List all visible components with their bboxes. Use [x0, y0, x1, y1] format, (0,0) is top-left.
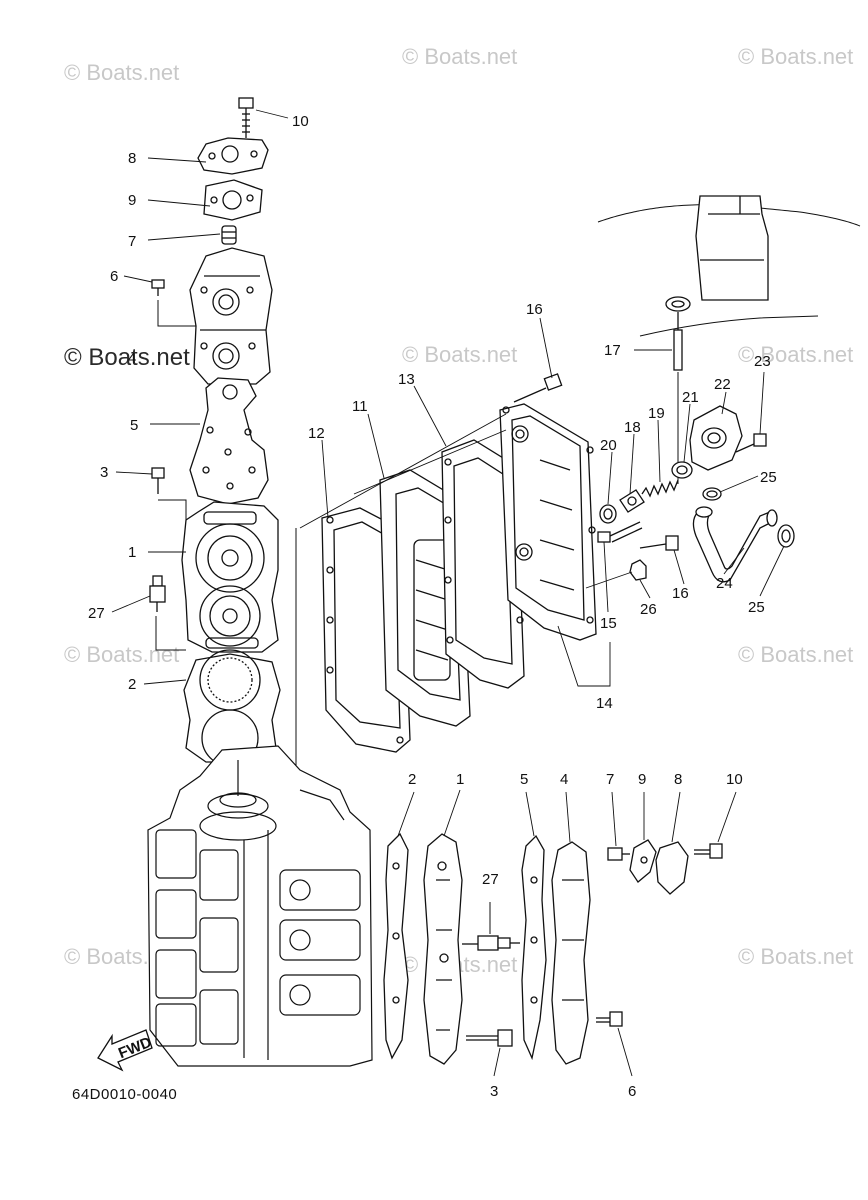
callout: 9 — [128, 192, 136, 209]
part-14-exhaust-cover — [499, 403, 597, 641]
part-3-bolt — [151, 467, 165, 494]
fwd-label: FWD — [116, 1034, 154, 1063]
callout: 11 — [352, 398, 368, 415]
watermark: © Boats.net — [402, 342, 518, 367]
callout: 13 — [398, 371, 415, 388]
callout: 1 — [456, 771, 464, 788]
callout: 27 — [482, 871, 499, 888]
callout: 5 — [520, 771, 528, 788]
watermark: © Boats.net — [738, 342, 854, 367]
part-16-bolt — [513, 373, 563, 403]
watermark: © Boats.net — [738, 44, 854, 69]
part-9-gasket — [203, 179, 263, 221]
callout: 4 — [128, 350, 136, 367]
callout: 27 — [88, 605, 105, 622]
callout: 19 — [648, 405, 665, 422]
callout: 4 — [560, 771, 568, 788]
callout: 2 — [408, 771, 416, 788]
callout: 2 — [128, 676, 136, 693]
callout: 5 — [130, 417, 138, 434]
callout: 3 — [100, 464, 108, 481]
callout: 25 — [748, 599, 765, 616]
diagram-code: 64D0010-0040 — [72, 1086, 178, 1103]
engine-block — [147, 745, 373, 1067]
part-7-valve — [221, 225, 237, 245]
watermark: © Boats.net — [738, 642, 854, 667]
part-27-spark-plug — [149, 575, 166, 612]
watermark: © Boats.net — [64, 344, 190, 371]
callout: 20 — [600, 437, 617, 454]
callout: 17 — [604, 342, 621, 359]
part-5-gasket — [189, 377, 269, 505]
part-25-clamp — [777, 524, 795, 548]
watermark: © Boats.net — [402, 44, 518, 69]
part-16-bolt — [639, 535, 679, 551]
callout: 10 — [292, 113, 309, 130]
part-18-thermostat — [619, 489, 645, 513]
side-part-10-bolt — [694, 843, 723, 859]
leader-lines — [111, 109, 785, 1077]
side-part-27-spark-plug — [462, 902, 520, 951]
part-4-cover — [189, 247, 273, 385]
callout: 6 — [628, 1083, 636, 1100]
side-part-7-valve — [607, 847, 630, 861]
callout: 26 — [640, 601, 657, 618]
callout: 8 — [128, 150, 136, 167]
side-part-8-cover — [655, 841, 689, 895]
callout: 14 — [596, 695, 613, 712]
part-15-plug — [597, 521, 643, 543]
callout: 18 — [624, 419, 641, 436]
callout: 10 — [726, 771, 743, 788]
callout: 23 — [754, 353, 771, 370]
part-6-bolt — [151, 279, 165, 296]
part-22-cover — [671, 405, 743, 479]
callout: 24 — [716, 575, 733, 592]
callout: 7 — [128, 233, 136, 250]
callout: 1 — [128, 544, 136, 561]
side-part-5-gasket — [521, 834, 547, 1061]
part-26-cap — [629, 559, 647, 581]
side-part-6-bolt — [596, 1011, 623, 1027]
callout: 25 — [760, 469, 777, 486]
watermark: © Boats.net — [64, 60, 180, 85]
part-24-hose — [692, 506, 778, 583]
part-1-cylinder-head — [181, 501, 279, 653]
callout: 12 — [308, 425, 325, 442]
side-part-9-gasket — [629, 839, 657, 883]
callout: 7 — [606, 771, 614, 788]
callout: 6 — [110, 268, 118, 285]
watermark: © Boats.net — [64, 642, 180, 667]
side-part-3-bolt — [466, 1029, 513, 1047]
callout: 16 — [526, 301, 543, 318]
part-19-spring — [641, 479, 679, 498]
part-25-clamp — [702, 487, 722, 501]
callout: 21 — [682, 389, 699, 406]
part-20-seal — [599, 504, 617, 524]
callout: 22 — [714, 376, 731, 393]
part-2-gasket — [183, 649, 281, 767]
callout: 3 — [490, 1083, 498, 1100]
side-part-2-gasket — [383, 832, 409, 1060]
callout: 9 — [638, 771, 646, 788]
part-10-bolt — [238, 97, 254, 138]
watermark: © Boats.net — [738, 944, 854, 969]
part-17-pipe — [665, 296, 691, 371]
callout: 15 — [600, 615, 617, 632]
fwd-arrow-icon: FWD — [97, 1029, 154, 1072]
callout: 16 — [672, 585, 689, 602]
side-part-4-cover — [551, 841, 591, 1065]
side-part-1-cylinder-head — [423, 833, 463, 1065]
callout: 8 — [674, 771, 682, 788]
callout-labels: 10 8 9 7 6 4 5 3 1 27 2 12 11 13 16 17 1… — [88, 113, 777, 1100]
